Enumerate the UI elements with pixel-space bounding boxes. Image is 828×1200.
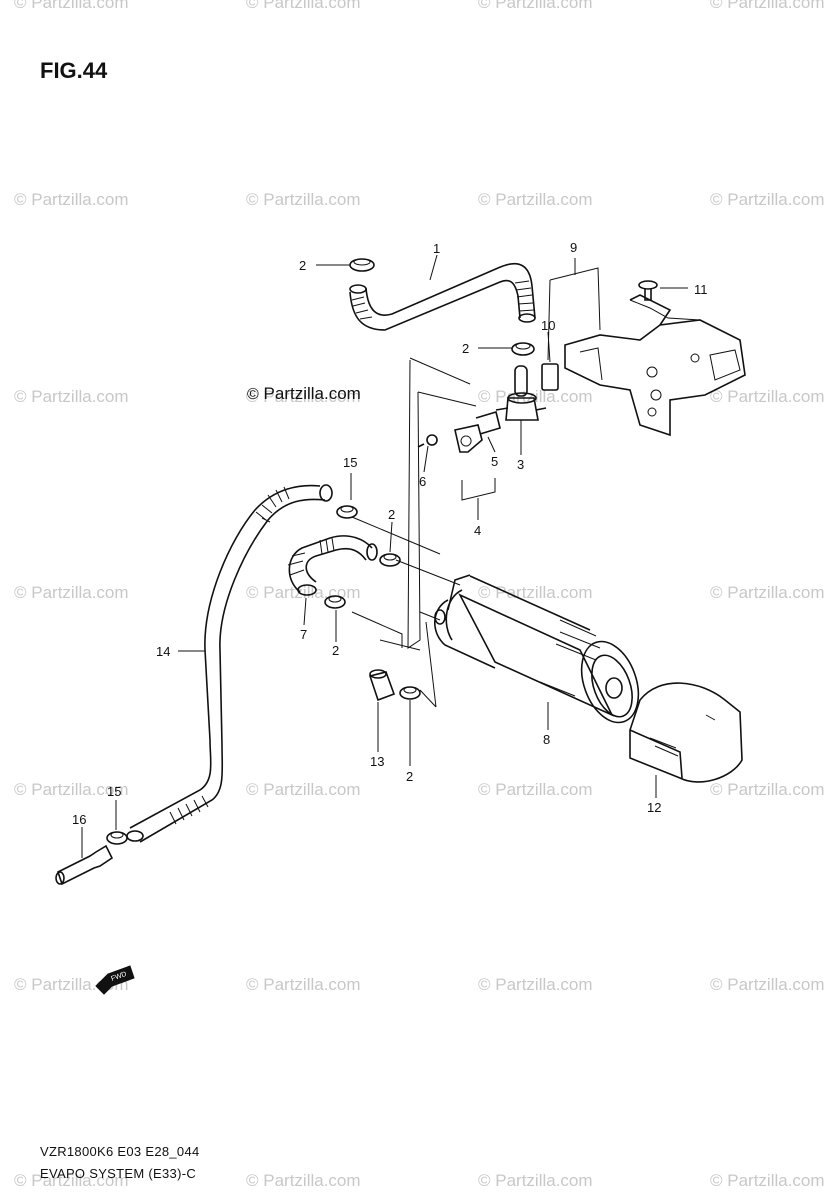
part-11-bolt — [638, 280, 658, 301]
part-15-clip-a — [336, 505, 358, 519]
watermark-text: © Partzilla.com — [710, 583, 825, 602]
callout-13: 13 — [370, 754, 384, 769]
watermark-text: © Partzilla.com — [246, 1171, 361, 1190]
part-2-clip-e — [399, 686, 421, 700]
watermark-layer: © Partzilla.com© Partzilla.com© Partzill… — [14, 0, 825, 1190]
watermark-text: © Partzilla.com — [710, 975, 825, 994]
watermark-text: © Partzilla.com — [710, 1171, 825, 1190]
part-2-clip-d — [324, 595, 346, 609]
callout-5: 5 — [491, 454, 498, 469]
watermark-text: © Partzilla.com — [246, 0, 361, 12]
part-16-fitting — [55, 844, 114, 886]
part-2-clip-a — [349, 258, 375, 272]
callout-7: 7 — [300, 627, 307, 642]
callout-6: 6 — [419, 474, 426, 489]
part-15-clip-b — [106, 831, 128, 845]
watermark-text: © Partzilla.com — [478, 190, 593, 209]
section-title: EVAPO SYSTEM (E33)-C — [40, 1166, 197, 1181]
figure-title: FIG.44 — [40, 58, 108, 83]
watermark-text: © Partzilla.com — [246, 387, 361, 406]
watermark-text: © Partzilla.com — [246, 190, 361, 209]
copyright-symbol: © — [247, 386, 259, 403]
callout-8: 8 — [543, 732, 550, 747]
callout-15: 15 — [107, 784, 121, 799]
callout-2: 2 — [299, 258, 306, 273]
copyright-text: Partzilla.com — [263, 384, 361, 403]
assembly-guide-lines — [351, 267, 601, 708]
callout-1: 1 — [433, 241, 440, 256]
watermark-text: © Partzilla.com — [14, 190, 129, 209]
watermark-text: © Partzilla.com — [710, 0, 825, 12]
watermark-text: © Partzilla.com — [478, 583, 593, 602]
part-6-screw — [417, 434, 438, 448]
watermark-text: © Partzilla.com — [710, 780, 825, 799]
model-code: VZR1800K6 E03 E28_044 — [40, 1144, 200, 1159]
watermark-text: © Partzilla.com — [246, 975, 361, 994]
watermark-text: © Partzilla.com — [478, 0, 593, 12]
watermark-text: © Partzilla.com — [14, 387, 129, 406]
callout-16: 16 — [72, 812, 86, 827]
callout-2: 2 — [332, 643, 339, 658]
callout-14: 14 — [156, 644, 170, 659]
callout-numbers: 1 2 2 2 2 2 3 4 5 6 7 8 9 10 11 12 13 14… — [72, 240, 708, 827]
copyright-mark: © Partzilla.com — [247, 384, 361, 404]
watermark-text: © Partzilla.com — [14, 780, 129, 799]
watermark-text: © Partzilla.com — [478, 780, 593, 799]
watermark-text: © Partzilla.com — [478, 1171, 593, 1190]
callout-2: 2 — [406, 769, 413, 784]
watermark-text: © Partzilla.com — [710, 387, 825, 406]
watermark-text: © Partzilla.com — [14, 583, 129, 602]
watermark-text: © Partzilla.com — [478, 975, 593, 994]
part-7-hose — [287, 535, 378, 596]
part-2-clip-c — [379, 553, 401, 567]
callout-3: 3 — [517, 457, 524, 472]
callout-11: 11 — [694, 282, 708, 297]
part-10-cushion — [541, 363, 559, 391]
callout-12: 12 — [647, 800, 661, 815]
watermark-text: © Partzilla.com — [246, 583, 361, 602]
callout-15: 15 — [343, 455, 357, 470]
callout-2: 2 — [388, 507, 395, 522]
fwd-arrow-icon: FWD — [95, 965, 135, 995]
watermark-text: © Partzilla.com — [14, 0, 129, 12]
part-8-canister — [434, 574, 640, 724]
callout-9: 9 — [570, 240, 577, 255]
callout-4: 4 — [474, 523, 481, 538]
watermark-text: © Partzilla.com — [246, 780, 361, 799]
part-14-hose — [126, 484, 333, 843]
part-1-hose — [349, 262, 536, 331]
part-9-bracket — [564, 294, 746, 437]
watermark-text: © Partzilla.com — [710, 190, 825, 209]
leader-lines — [81, 254, 688, 858]
part-2-clip-b — [511, 342, 535, 356]
part-12-cover — [629, 682, 743, 783]
part-5-bracket — [454, 410, 501, 453]
callout-10: 10 — [541, 318, 555, 333]
part-13-cap — [368, 669, 396, 702]
part-3-valve — [495, 365, 547, 421]
callout-2: 2 — [462, 341, 469, 356]
watermark-text: © Partzilla.com — [14, 1171, 129, 1190]
